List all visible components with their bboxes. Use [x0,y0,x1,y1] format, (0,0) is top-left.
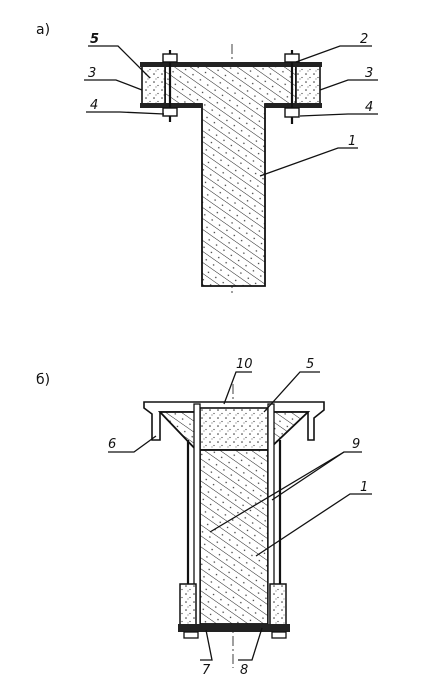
leader-2-a [295,45,372,63]
label-8-b: 8 [240,663,248,678]
leader-7-b [200,629,213,661]
leader-10-b [223,371,252,405]
clamp-right-b [269,583,287,627]
section-label-a: а) [36,22,50,38]
label-3-left-a: 3 [88,66,96,81]
leader-4-right-a [299,113,378,117]
label-1-a: 1 [348,134,356,149]
label-1-b: 1 [360,480,368,495]
label-4-left-a: 4 [90,98,98,113]
filler-b [199,407,269,451]
label-4-right-a: 4 [365,100,373,115]
bottom-plate-right-a [265,103,322,108]
label-6-b: 6 [108,437,116,452]
clamp-left-b [179,583,197,627]
leader-5-a [88,45,151,79]
label-3-right-a: 3 [365,66,373,81]
label-10-b: 10 [236,357,253,372]
nut-right-b [271,631,287,639]
label-5-a: 5 [90,32,99,47]
filler-right-a [295,65,321,105]
bolt-right-a [284,50,300,124]
nut-left-b [183,631,199,639]
bolt-left-a [162,50,178,122]
figure-a: а) 5 3 [36,22,378,296]
label-9-b: 9 [352,437,360,452]
leader-1-b [255,493,372,557]
column-b [199,449,269,625]
leader-3-left-a [84,79,143,91]
beam-a [164,65,297,287]
leader-8-b [238,627,263,661]
filler-left-a [141,65,166,105]
leader-1-a [259,147,358,177]
bottom-plate-b [178,624,290,632]
figure-b: б) 10 5 6 [36,357,372,678]
section-label-b: б) [36,372,50,388]
label-7-b: 7 [202,663,211,678]
leader-9b-b [209,451,345,533]
leader-9a-b [271,451,362,501]
top-plate-a [140,62,322,67]
leader-5-b [263,371,320,413]
label-2-a: 2 [360,32,368,47]
label-5-b: 5 [306,357,314,372]
leader-6-b [108,435,157,453]
leader-4-left-a [86,111,165,115]
leader-3-right-a [319,79,378,91]
